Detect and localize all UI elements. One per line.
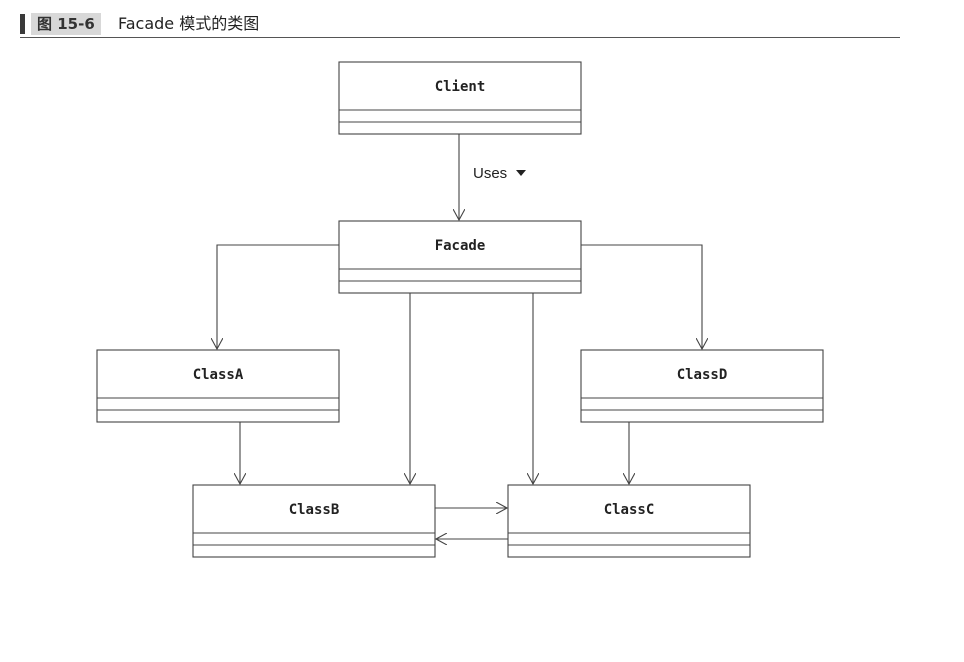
arrow-facade-to-classd xyxy=(581,244,702,349)
class-box xyxy=(507,484,751,558)
class-name: ClassD xyxy=(677,367,728,383)
class-d: ClassD xyxy=(580,349,824,423)
class-name: ClassC xyxy=(604,502,655,518)
class-name: Facade xyxy=(435,238,486,254)
class-b: ClassB xyxy=(192,484,436,558)
arrow-facade-to-classa xyxy=(217,244,339,349)
class-name: ClassA xyxy=(193,367,244,383)
caption-marker xyxy=(20,14,25,34)
class-name: Client xyxy=(435,79,486,95)
figure-number: 图 15-6 xyxy=(31,13,101,35)
class-box xyxy=(192,484,436,558)
direction-triangle-icon xyxy=(516,170,526,176)
class-box xyxy=(580,349,824,423)
figure-caption: 图 15-6 Facade 模式的类图 xyxy=(20,12,900,38)
caption-rule xyxy=(20,37,900,38)
class-box xyxy=(338,61,582,135)
class-a: ClassA xyxy=(96,349,340,423)
figure-title: Facade 模式的类图 xyxy=(118,14,260,33)
class-name: ClassB xyxy=(289,502,340,518)
class-box xyxy=(338,220,582,294)
class-c: ClassC xyxy=(507,484,751,558)
class-client: Client xyxy=(338,61,582,135)
class-box xyxy=(96,349,340,423)
class-facade: Facade xyxy=(338,220,582,294)
uses-label: Uses xyxy=(473,165,507,182)
